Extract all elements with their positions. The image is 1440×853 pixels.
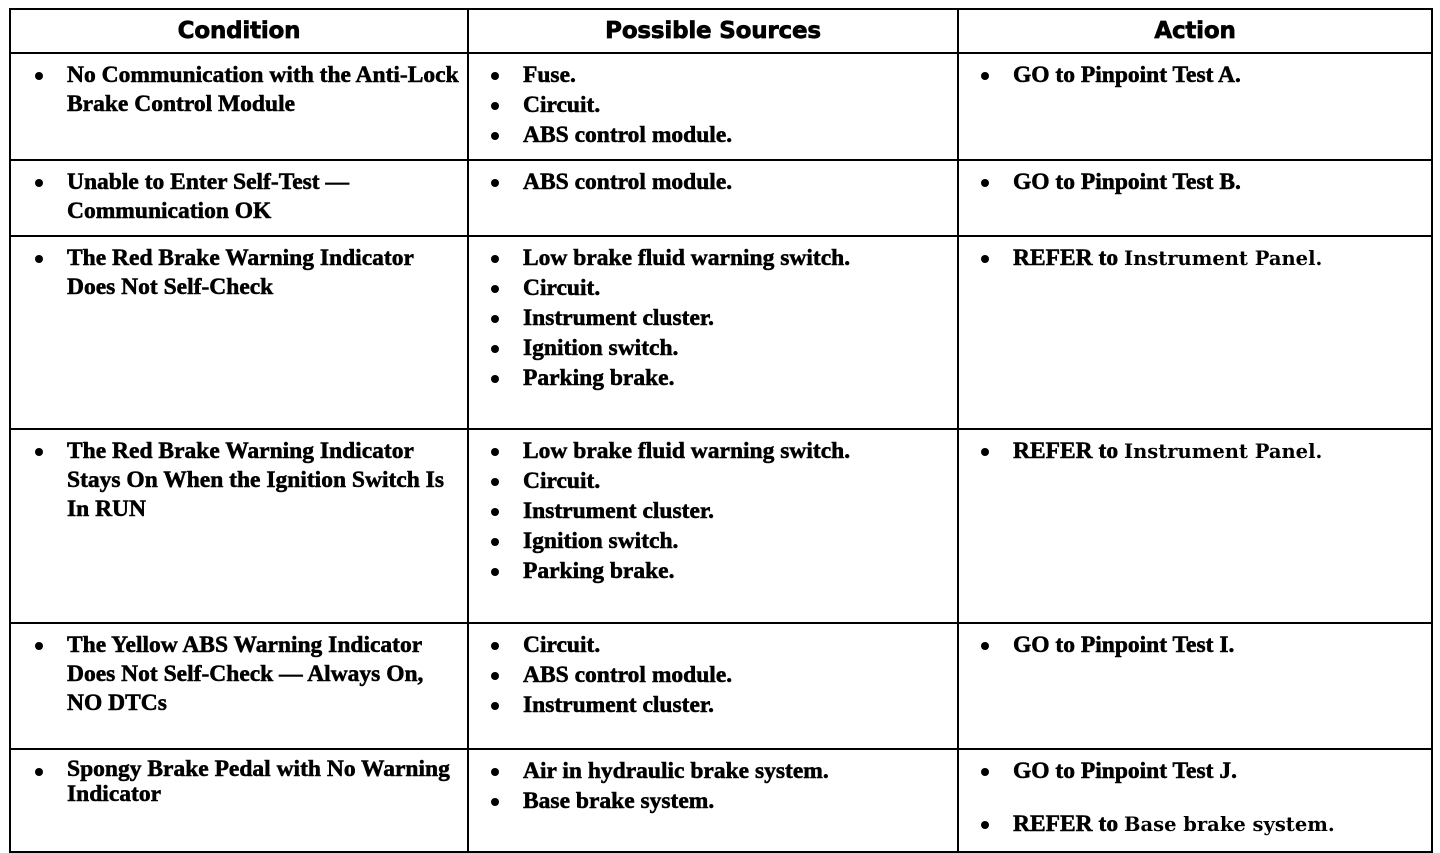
action-list: REFER to Instrument Panel. — [959, 237, 1431, 282]
condition-item: The Yellow ABS Warning Indicator Does No… — [11, 631, 461, 718]
possible-source-item: ABS control module. — [469, 661, 951, 690]
possible-source-item: Circuit. — [469, 467, 951, 496]
possible-sources-list: Air in hydraulic brake system.Base brake… — [469, 750, 957, 825]
cell-possible-sources: ABS control module. — [467, 159, 959, 237]
cell-action: REFER to Instrument Panel. — [957, 428, 1433, 624]
possible-source-item: Instrument cluster. — [469, 304, 951, 333]
possible-source-item: ABS control module. — [469, 121, 951, 150]
possible-source-item: ABS control module. — [469, 168, 951, 197]
action-list: GO to Pinpoint Test I. — [959, 624, 1431, 669]
condition-item: The Red Brake Warning Indicator Stays On… — [11, 437, 461, 524]
action-cross-reference: Instrument Panel. — [1123, 440, 1323, 463]
possible-sources-list: Fuse.Circuit.ABS control module. — [469, 54, 957, 159]
action-item: REFER to Base brake system. — [959, 810, 1425, 839]
condition-item: Spongy Brake Pedal with No Warning Indic… — [11, 756, 461, 807]
action-item: GO to Pinpoint Test A. — [959, 61, 1425, 90]
possible-source-item: Instrument cluster. — [469, 497, 951, 526]
action-instruction: GO to Pinpoint Test A. — [1013, 62, 1241, 89]
action-item: GO to Pinpoint Test I. — [959, 631, 1425, 660]
table-row: The Red Brake Warning Indicator Stays On… — [9, 428, 1433, 624]
possible-source-item: Circuit. — [469, 631, 951, 660]
possible-sources-list: Low brake fluid warning switch.Circuit.I… — [469, 430, 957, 595]
table-header-row: Condition Possible Sources Action — [9, 8, 1433, 54]
table-header: Condition Possible Sources Action — [9, 8, 1433, 54]
table-body: No Communication with the Anti-Lock Brak… — [9, 52, 1433, 853]
possible-source-item: Air in hydraulic brake system. — [469, 757, 951, 786]
cell-condition: Unable to Enter Self-Test — Communicatio… — [9, 159, 469, 237]
column-header-possible-sources: Possible Sources — [467, 8, 959, 54]
condition-list: The Red Brake Warning Indicator Does Not… — [11, 237, 467, 311]
action-list: GO to Pinpoint Test A. — [959, 54, 1431, 99]
action-instruction: REFER to — [1013, 438, 1119, 465]
action-item: GO to Pinpoint Test J. — [959, 757, 1425, 786]
action-instruction: GO to Pinpoint Test I. — [1013, 632, 1235, 659]
cell-possible-sources: Circuit.ABS control module.Instrument cl… — [467, 622, 959, 750]
cell-action: GO to Pinpoint Test J. REFER to Base brak… — [957, 748, 1433, 853]
table-row: The Yellow ABS Warning Indicator Does No… — [9, 622, 1433, 750]
action-list: GO to Pinpoint Test J. REFER to Base brak… — [959, 750, 1431, 848]
action-item: REFER to Instrument Panel. — [959, 244, 1425, 273]
cell-action: GO to Pinpoint Test A. — [957, 52, 1433, 161]
column-header-action: Action — [957, 8, 1433, 54]
condition-list: Spongy Brake Pedal with No Warning Indic… — [11, 750, 467, 816]
cell-action: REFER to Instrument Panel. — [957, 235, 1433, 430]
abs-symptom-chart-table: Condition Possible Sources Action No Com… — [9, 8, 1433, 853]
condition-list: The Yellow ABS Warning Indicator Does No… — [11, 624, 467, 727]
action-instruction: GO to Pinpoint Test B. — [1013, 169, 1241, 196]
table-row: No Communication with the Anti-Lock Brak… — [9, 52, 1433, 161]
condition-item: The Red Brake Warning Indicator Does Not… — [11, 244, 461, 302]
action-cross-reference: Instrument Panel. — [1123, 247, 1323, 270]
action-cross-reference: Base brake system. — [1123, 813, 1335, 836]
action-instruction: GO to Pinpoint Test J. — [1013, 758, 1238, 785]
cell-condition: The Red Brake Warning Indicator Does Not… — [9, 235, 469, 430]
possible-source-item: Parking brake. — [469, 364, 951, 393]
possible-source-item: Base brake system. — [469, 787, 951, 816]
cell-condition: The Red Brake Warning Indicator Stays On… — [9, 428, 469, 624]
possible-source-item: Low brake fluid warning switch. — [469, 437, 951, 466]
cell-possible-sources: Low brake fluid warning switch.Circuit.I… — [467, 428, 959, 624]
condition-list: Unable to Enter Self-Test — Communicatio… — [11, 161, 467, 235]
possible-source-item: Low brake fluid warning switch. — [469, 244, 951, 273]
action-instruction: REFER to — [1013, 245, 1119, 272]
cell-action: GO to Pinpoint Test I. — [957, 622, 1433, 750]
table-row: The Red Brake Warning Indicator Does Not… — [9, 235, 1433, 430]
condition-item: No Communication with the Anti-Lock Brak… — [11, 61, 461, 119]
possible-source-item: Parking brake. — [469, 557, 951, 586]
cell-action: GO to Pinpoint Test B. — [957, 159, 1433, 237]
possible-source-item: Circuit. — [469, 274, 951, 303]
possible-sources-list: Low brake fluid warning switch.Circuit.I… — [469, 237, 957, 402]
action-item: GO to Pinpoint Test B. — [959, 168, 1425, 197]
possible-source-item: Fuse. — [469, 61, 951, 90]
table-row: Spongy Brake Pedal with No Warning Indic… — [9, 748, 1433, 853]
possible-source-item: Ignition switch. — [469, 527, 951, 556]
possible-sources-list: ABS control module. — [469, 161, 957, 206]
possible-source-item: Ignition switch. — [469, 334, 951, 363]
cell-condition: No Communication with the Anti-Lock Brak… — [9, 52, 469, 161]
cell-condition: Spongy Brake Pedal with No Warning Indic… — [9, 748, 469, 853]
condition-list: The Red Brake Warning Indicator Stays On… — [11, 430, 467, 533]
cell-condition: The Yellow ABS Warning Indicator Does No… — [9, 622, 469, 750]
action-item: REFER to Instrument Panel. — [959, 437, 1425, 466]
cell-possible-sources: Low brake fluid warning switch.Circuit.I… — [467, 235, 959, 430]
condition-item: Unable to Enter Self-Test — Communicatio… — [11, 168, 461, 226]
cell-possible-sources: Fuse.Circuit.ABS control module. — [467, 52, 959, 161]
possible-sources-list: Circuit.ABS control module.Instrument cl… — [469, 624, 957, 729]
action-instruction: REFER to — [1013, 811, 1119, 838]
possible-source-item: Circuit. — [469, 91, 951, 120]
possible-source-item: Instrument cluster. — [469, 691, 951, 720]
condition-list: No Communication with the Anti-Lock Brak… — [11, 54, 467, 128]
action-list: REFER to Instrument Panel. — [959, 430, 1431, 475]
column-header-condition: Condition — [9, 8, 469, 54]
action-list: GO to Pinpoint Test B. — [959, 161, 1431, 206]
cell-possible-sources: Air in hydraulic brake system.Base brake… — [467, 748, 959, 853]
table-row: Unable to Enter Self-Test — Communicatio… — [9, 159, 1433, 237]
